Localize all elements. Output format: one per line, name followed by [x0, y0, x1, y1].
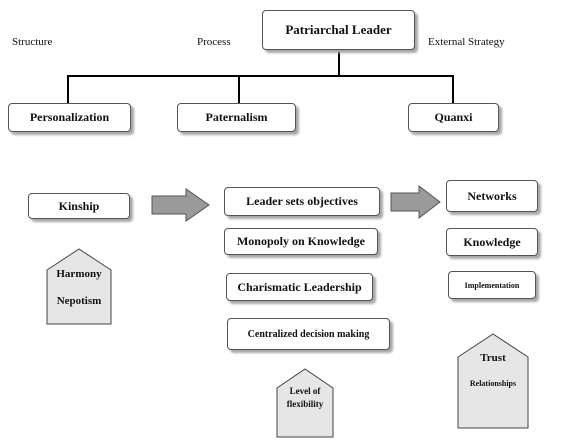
trust-relationships-house: Trust Relationships: [457, 333, 529, 429]
house-label: Nepotism: [56, 295, 102, 307]
arrow-right-icon: [390, 185, 441, 219]
personalization-box: Personalization: [8, 103, 131, 132]
house-label: Trust: [480, 352, 506, 364]
leader-sets-objectives-box: Leader sets objectives: [224, 187, 380, 216]
connector-to-quanxi: [452, 75, 454, 105]
patriarchal-leader-box: Patriarchal Leader: [262, 10, 415, 50]
connector-to-paternalism: [238, 75, 240, 105]
house-label: flexibility: [286, 399, 324, 409]
monopoly-on-knowledge-box: Monopoly on Knowledge: [224, 228, 378, 255]
knowledge-box: Knowledge: [446, 228, 538, 256]
house-label: Harmony: [56, 268, 102, 280]
house-label: Relationships: [469, 379, 517, 388]
connector-horizontal-bar: [67, 75, 454, 77]
paternalism-box: Paternalism: [177, 103, 296, 132]
charismatic-leadership-box: Charismatic Leadership: [226, 273, 373, 301]
arrow-right-icon: [151, 188, 210, 222]
quanxi-box: Quanxi: [408, 103, 499, 132]
implementation-box: Implementation: [448, 271, 536, 299]
connector-to-personalization: [67, 75, 69, 105]
kinship-box: Kinship: [28, 193, 130, 219]
header-external-strategy: External Strategy: [428, 36, 505, 48]
harmony-nepotism-house: Harmony Nepotism: [46, 248, 112, 325]
networks-box: Networks: [446, 180, 538, 212]
flexibility-house: Level of flexibility: [276, 368, 334, 438]
header-process: Process: [197, 36, 231, 48]
house-label: Level of: [289, 386, 321, 396]
connector-root-stem: [338, 50, 340, 76]
header-structure: Structure: [12, 36, 53, 48]
centralized-decision-making-box: Centralized decision making: [227, 318, 390, 350]
